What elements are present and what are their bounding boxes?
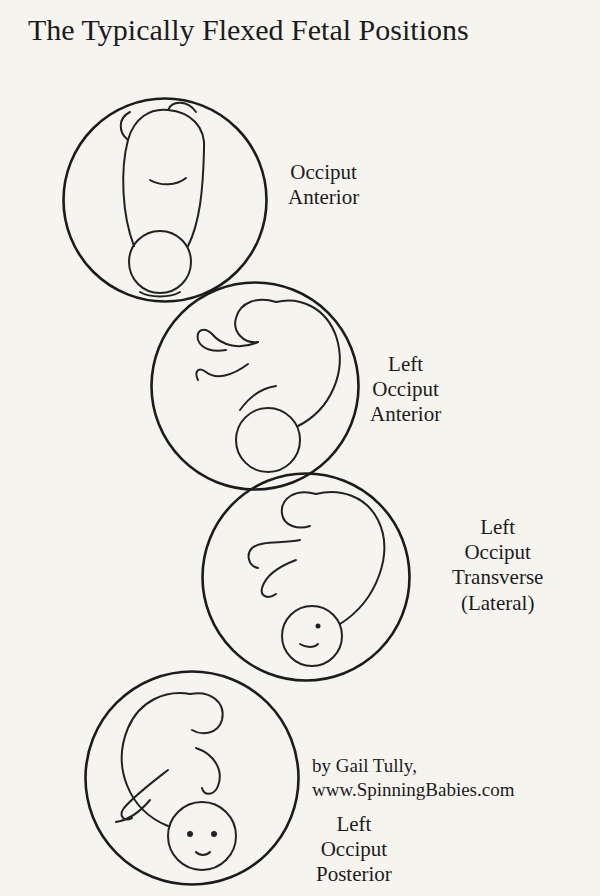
fetus-left-occiput-transverse [249,492,385,666]
circle-border [86,672,299,885]
circle-outline [201,472,411,682]
position-label: Left Occiput Anterior [370,352,441,428]
position-circle: Left Occiput Anterior [150,281,360,491]
fetus-left-occiput-posterior [116,693,236,870]
circle-outline [150,281,360,491]
position-circle: Occiput Anterior [62,97,268,303]
position-circle: Left Occiput Posterior [84,670,300,886]
position-label: Left Occiput Posterior [316,812,392,888]
circle-border [64,99,267,302]
fetus-left-occiput-anterior [196,300,339,472]
credit-note: by Gail Tully, www.SpinningBabies.com [312,754,557,802]
circle-outline [84,670,300,886]
position-circle: Left Occiput Transverse (Lateral) [201,472,411,682]
circle-outline [62,97,268,303]
diagram-title: The Typically Flexed Fetal Positions [28,12,469,48]
circle-border [203,474,410,681]
position-label: Left Occiput Transverse (Lateral) [452,515,543,616]
fetus-occiput-anterior [121,103,204,297]
circle-border [152,283,359,490]
position-label: Occiput Anterior [288,160,359,210]
